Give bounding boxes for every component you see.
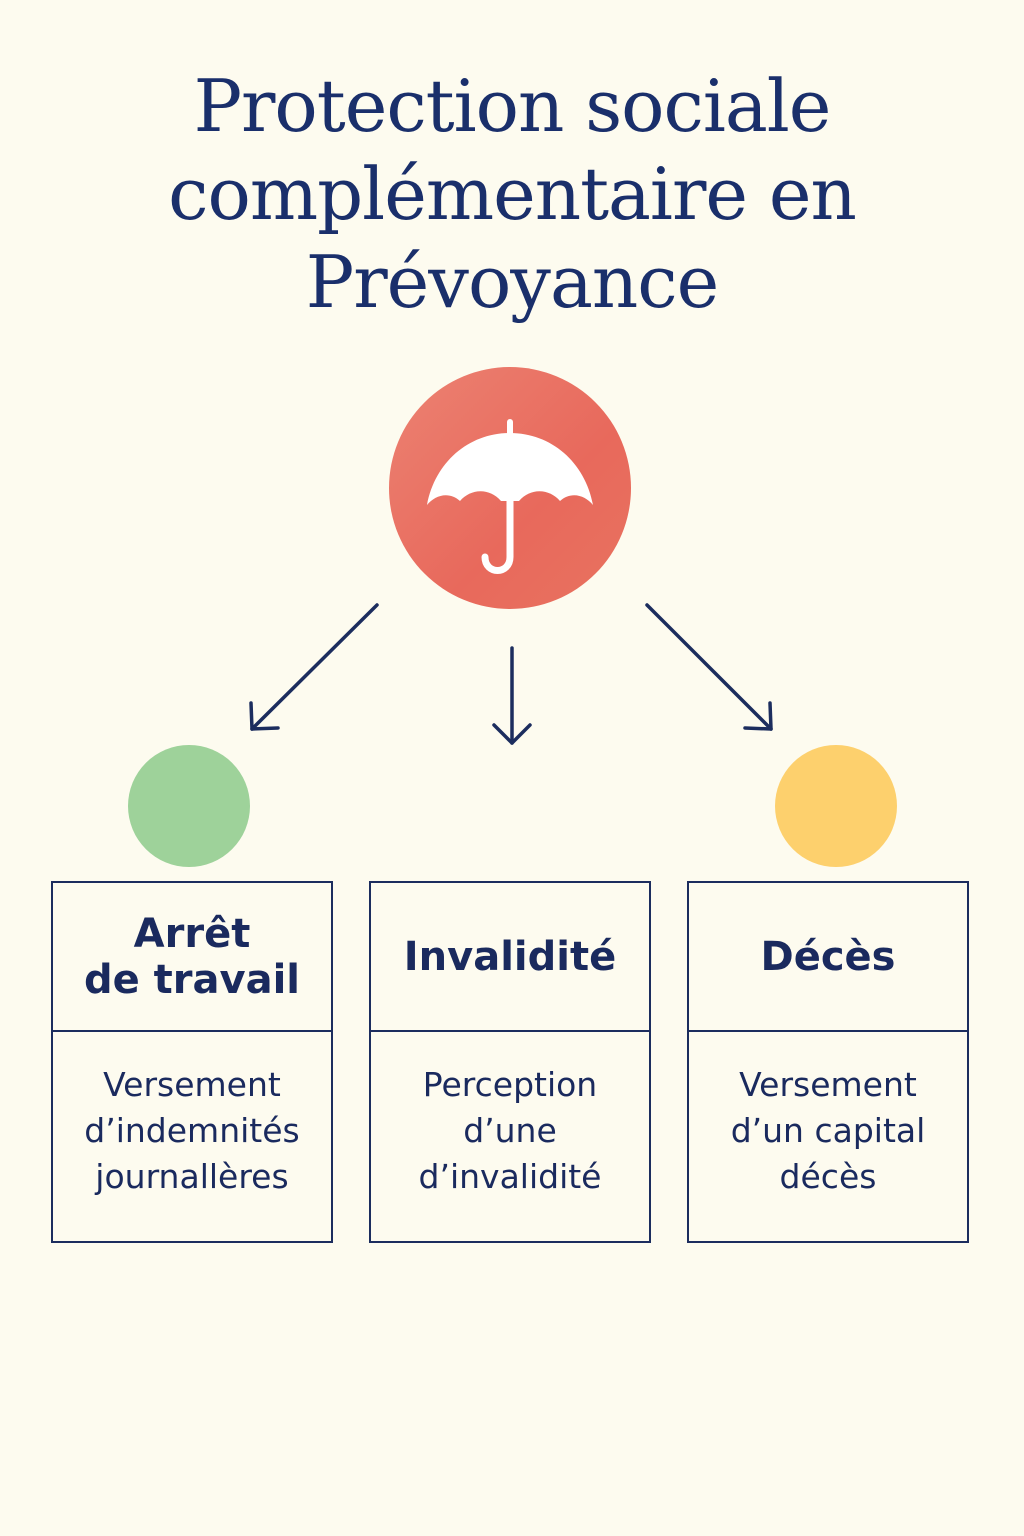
title-line-1: Protection sociale: [193, 64, 832, 148]
card-death: Décès Versement d’un capital décès: [687, 881, 969, 1243]
card-disability: Invalidité Perception d’une d’invalidité: [369, 881, 651, 1243]
card-header: Invalidité: [371, 883, 649, 1032]
title-line-2: complémentaire en: [168, 152, 857, 236]
card-title: Invalidité: [403, 933, 617, 980]
card-description: Versement d’indemnités journallères: [84, 1065, 300, 1196]
card-description: Perception d’une d’invalidité: [418, 1065, 602, 1196]
marker-dot-work-stoppage: [128, 745, 250, 867]
marker-dot-death: [775, 745, 897, 867]
protection-hub: [389, 367, 631, 609]
arrow-right: [645, 603, 773, 731]
card-body: Perception d’une d’invalidité: [371, 1032, 649, 1200]
card-header: Arrêt de travail: [53, 883, 331, 1032]
title-line-3: Prévoyance: [305, 240, 719, 324]
card-title: Arrêt de travail: [83, 910, 300, 1003]
card-body: Versement d’indemnités journallères: [53, 1032, 331, 1200]
page-title: Protection sociale complémentaire en Pré…: [0, 62, 1024, 326]
arrow-left: [249, 603, 379, 731]
arrow-center: [492, 646, 532, 745]
card-title: Décès: [760, 933, 896, 980]
card-description: Versement d’un capital décès: [730, 1065, 926, 1196]
card-work-stoppage: Arrêt de travail Versement d’indemnités …: [51, 881, 333, 1243]
umbrella-icon: [427, 419, 593, 574]
card-header: Décès: [689, 883, 967, 1032]
card-body: Versement d’un capital décès: [689, 1032, 967, 1200]
